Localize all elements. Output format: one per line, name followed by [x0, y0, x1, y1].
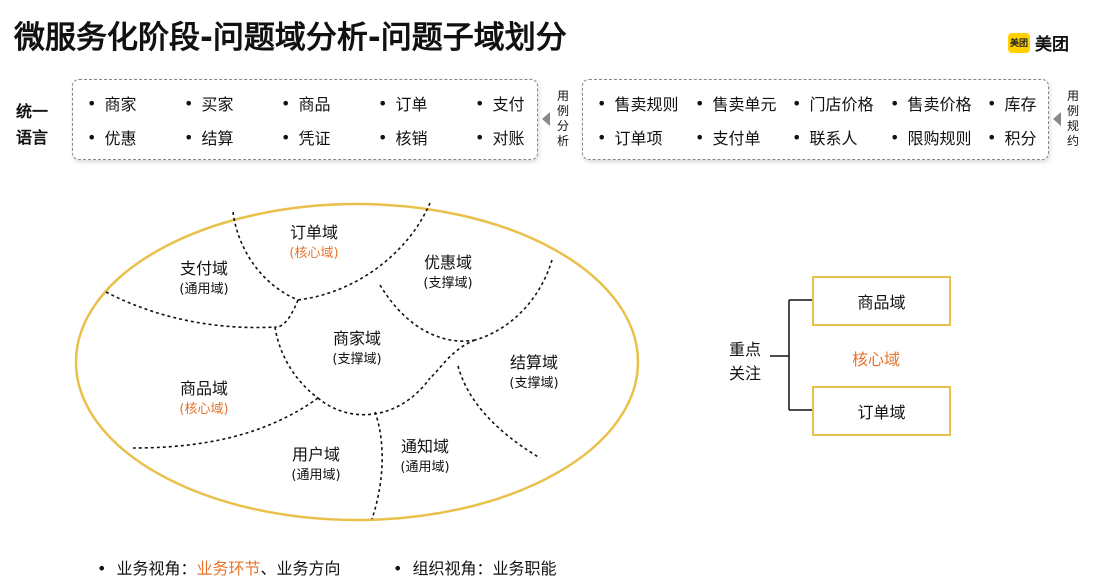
boundary-line [317, 377, 431, 416]
focus-label: 重点 关注 [728, 340, 761, 383]
rule-item: 库存 [987, 86, 1047, 120]
core-domain-label: 核心域 [852, 350, 901, 369]
boundary-line [232, 211, 299, 301]
boundary-line [429, 339, 476, 379]
boundary-line [379, 284, 476, 342]
page-title: 微服务化阶段-问题域分析-问题子域划分 [14, 20, 567, 56]
domain-merchant: 商家域 (支撑域) [332, 329, 382, 367]
meituan-logo-icon: 美团 [1008, 32, 1030, 53]
domain-promotion: 优惠域 (支撑域) [423, 253, 473, 291]
rules-box: 售卖规则 售卖单元 门店价格 售卖价格 库存 订单项 支付单 联系人 限购规则 … [582, 79, 1049, 160]
rule-item: 积分 [987, 120, 1047, 154]
rule-item: 售卖价格 [890, 86, 987, 120]
term-item: 核销 [378, 120, 475, 154]
term-item: 结算 [184, 120, 281, 154]
rule-item: 限购规则 [890, 120, 987, 154]
domain-product: 商品域 (核心域) [179, 379, 229, 417]
focus-product-domain: 商品域 [812, 276, 951, 326]
domain-settlement: 结算域 (支撑域) [509, 353, 559, 391]
left-arrow-icon [542, 112, 550, 126]
rule-item: 售卖单元 [695, 86, 792, 120]
boundary-line [474, 259, 553, 341]
rule-item: 联系人 [792, 120, 890, 154]
domain-user: 用户域 (通用域) [291, 445, 341, 483]
term-item: 对账 [475, 120, 551, 154]
boundary-line [274, 326, 319, 399]
rule-item: 支付单 [695, 120, 792, 154]
boundary-line [132, 397, 319, 449]
business-perspective-note: •业务视角：业务环节、业务方向 [97, 559, 341, 578]
organization-perspective-note: •组织视角：业务职能 [393, 559, 557, 578]
term-item: 商品 [281, 86, 378, 120]
problem-space-ellipse [74, 202, 640, 522]
term-item: 订单 [378, 86, 475, 120]
domain-order: 订单域 (核心域) [289, 223, 339, 261]
brand-name: 美团 [1035, 35, 1069, 55]
boundary-line [371, 411, 383, 520]
brand-logo: 美团 美团 [1008, 30, 1069, 55]
term-item: 买家 [184, 86, 281, 120]
domain-payment: 支付域 (通用域) [179, 259, 229, 297]
boundary-line [297, 202, 431, 301]
unified-language-label: 统一 语言 [16, 102, 49, 147]
unified-language-box: 商家 买家 商品 订单 支付 优惠 结算 凭证 核销 对账 [72, 79, 538, 160]
left-arrow-icon [1053, 112, 1061, 126]
term-item: 商家 [87, 86, 184, 120]
use-case-rules-label: 用 例 规 约 [1066, 89, 1079, 148]
rule-item: 售卖规则 [597, 86, 695, 120]
term-item: 优惠 [87, 120, 184, 154]
boundary-line [457, 365, 541, 459]
rule-item: 订单项 [597, 120, 695, 154]
rule-item: 门店价格 [792, 86, 890, 120]
focus-order-domain: 订单域 [812, 386, 951, 436]
boundary-line [274, 299, 299, 328]
use-case-analysis-label: 用 例 分 析 [556, 89, 569, 148]
domain-notification: 通知域 (通用域) [400, 437, 450, 475]
term-item: 凭证 [281, 120, 378, 154]
term-item: 支付 [475, 86, 551, 120]
